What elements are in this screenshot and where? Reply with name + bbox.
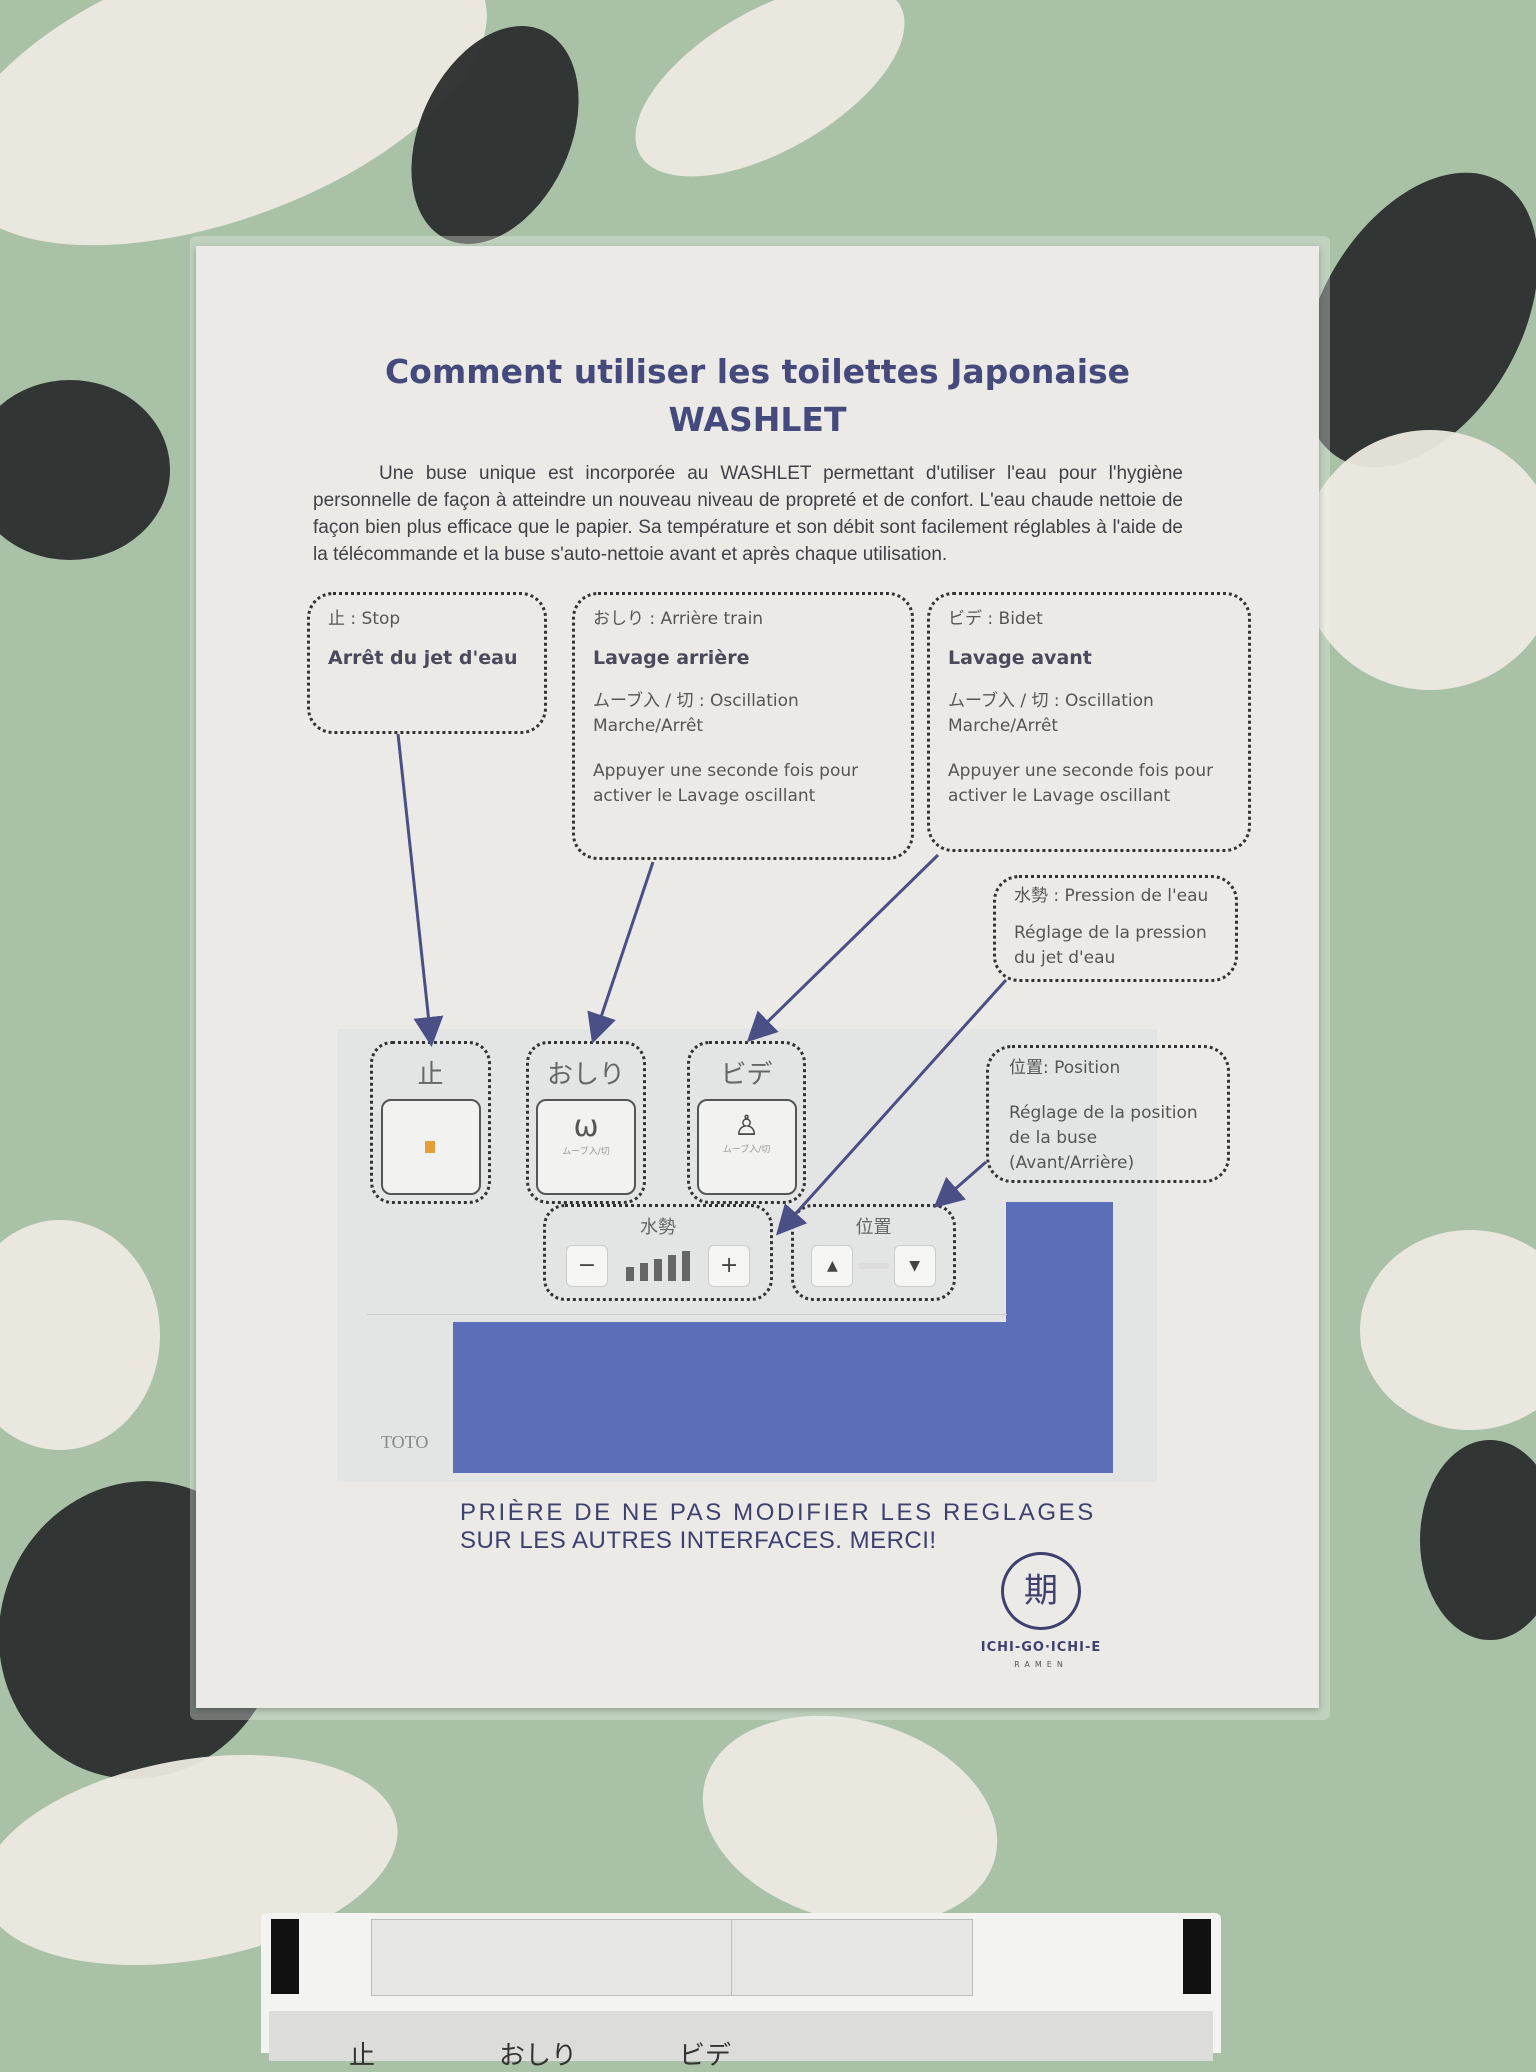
stop-label: 止 [417,1060,444,1090]
device-stop-label: 止 [349,2041,376,2071]
rear-wash-icon: ω [573,1109,599,1144]
pressure-minus-button[interactable]: − [565,1245,608,1287]
arrow-stop [396,733,444,1047]
callout-oscillation: ムーブ入 / 切 : Oscillation Marche/Arrêt [593,691,799,736]
pressure-level-bar [654,1259,662,1281]
callout-arrows [396,733,1008,1236]
restaurant-logo-emblem: 期 [1001,1552,1081,1630]
pressure-level-bar [682,1251,690,1281]
oshiri-button-group: おしり ω ムーブ入/切 [526,1041,646,1204]
position-up-button[interactable]: ▲ [811,1245,854,1287]
intro-paragraph: Une buse unique est incorporée au WASHLE… [313,463,1183,565]
wallpaper-crane [605,0,935,216]
panel-divider [367,1314,1007,1315]
remote-panel-illustration: TOTO 止 おしり ω ムーブ入/切 ビデ ♙ ムーブ入/切 水勢 [337,1029,1157,1482]
footer-notice: PRIÈRE DE NE PAS MODIFIER LES REGLAGES S… [460,1499,1096,1555]
wallpaper-crane [1420,1440,1536,1640]
arrow-bidet [746,853,940,1043]
wallpaper-crane [0,380,170,560]
arrow-pressure [775,978,1008,1236]
sign-title: Comment utiliser les toilettes Japonaise [384,352,1131,391]
device-cover-button[interactable] [731,1919,973,1996]
blue-overlay-right [1006,1202,1113,1324]
pressure-level-bar [626,1267,634,1281]
footer-line: SUR LES AUTRES INTERFACES. MERCI! [460,1527,937,1554]
washlet-remote-device: 止 おしり ビデ [261,1913,1221,2071]
wallpaper-crane [1300,430,1536,690]
restaurant-name: ICHI-GO·ICHI-E [980,1640,1102,1655]
callout-bold: Lavage avant [948,647,1092,669]
move-label: ムーブ入/切 [562,1147,610,1157]
position-slider-track [858,1263,889,1269]
callout-heading: 位置: Position [1009,1058,1121,1078]
bidet-button-group: ビデ ♙ ムーブ入/切 [687,1041,806,1204]
pressure-control-group: 水勢 − + [543,1204,773,1301]
pressure-label: 水勢 [640,1217,676,1238]
callout-heading: ビデ : Bidet [948,609,1043,629]
stop-button[interactable] [380,1099,481,1195]
callout-oscillation: ムーブ入 / 切 : Oscillation Marche/Arrêt [948,691,1154,736]
blue-overlay-bottom [453,1322,1113,1473]
position-label: 位置 [855,1217,892,1238]
device-cover-button[interactable] [371,1919,733,1996]
seated-person-icon: ♙ [733,1109,760,1142]
device-bidet-label: ビデ [679,2041,732,2071]
callout-heading: おしり : Arrière train [593,609,764,629]
footer-line: PRIÈRE DE NE PAS MODIFIER LES REGLAGES [460,1499,1096,1526]
device-oshiri-label: おしり [499,2041,578,2071]
callout-text: Réglage de la pression du jet d'eau [1014,923,1207,968]
stop-led-icon [424,1141,435,1153]
callout-note: Appuyer une seconde fois pour activer le… [593,761,859,806]
callout-bold: Lavage arrière [593,647,750,669]
callout-heading: 止 : Stop [328,609,401,629]
bidet-button[interactable]: ♙ ムーブ入/切 [696,1099,797,1195]
toto-brand: TOTO [381,1432,429,1452]
restaurant-sub: RAMEN [1014,1660,1068,1669]
pressure-level-bar [640,1263,648,1281]
sign-subtitle: WASHLET [668,400,847,439]
callout-oshiri: おしり : Arrière train Lavage arrière ムーブ入 … [572,592,914,860]
move-label: ムーブ入/切 [722,1145,771,1155]
oshiri-button[interactable]: ω ムーブ入/切 [536,1099,636,1195]
pressure-level-bar [668,1255,676,1281]
callout-note: Appuyer une seconde fois pour activer le… [948,761,1214,806]
device-side-strip [1183,1919,1211,1994]
arrow-oshiri [587,861,655,1044]
callout-stop: 止 : Stop Arrêt du jet d'eau [307,592,547,734]
position-control-group: 位置 ▲ ▼ [791,1204,956,1301]
callout-position: 位置: Position Réglage de la position de l… [986,1045,1230,1183]
wallpaper-crane [0,1220,160,1450]
callout-text: Réglage de la position de la buse (Avant… [1009,1103,1198,1173]
callout-bidet: ビデ : Bidet Lavage avant ムーブ入 / 切 : Oscil… [927,592,1251,852]
oshiri-label: おしり [546,1060,625,1090]
device-side-strip [271,1919,299,1994]
wallpaper-crane [1360,1230,1536,1430]
pressure-level-indicator [623,1251,693,1281]
callout-heading: 水勢 : Pression de l'eau [1014,886,1209,906]
callout-bold: Arrêt du jet d'eau [328,647,518,669]
device-face: 止 おしり ビデ [269,2011,1213,2071]
callout-pressure: 水勢 : Pression de l'eau Réglage de la pre… [993,875,1238,982]
bidet-label: ビデ [720,1060,773,1090]
pressure-plus-button[interactable]: + [708,1245,751,1287]
position-down-button[interactable]: ▼ [893,1245,936,1287]
washlet-instruction-sign: Comment utiliser les toilettes Japonaise… [196,246,1319,1708]
arrow-position [933,1160,987,1208]
